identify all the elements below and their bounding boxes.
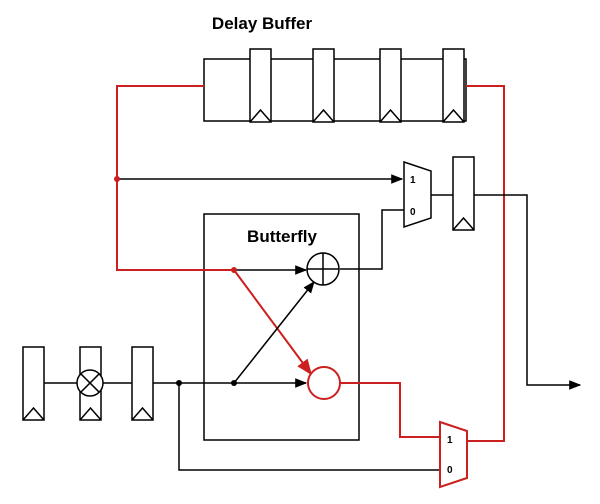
register-icon — [249, 48, 272, 123]
junction-dot — [231, 267, 237, 273]
register-icon — [22, 346, 45, 421]
multiplexer-icon — [403, 160, 432, 229]
delay-buffer-body — [203, 58, 467, 122]
wires — [44, 174, 582, 471]
junction-dot — [231, 380, 237, 386]
circled-times-icon — [76, 369, 104, 397]
butterfly-box — [203, 213, 360, 441]
junction-dots — [114, 176, 237, 386]
register-icon — [442, 48, 465, 123]
register-icon — [131, 346, 154, 421]
top-mux-input-1-label: 1 — [410, 175, 416, 186]
top-mux-input-0-label: 0 — [410, 207, 416, 218]
junction-dot — [176, 380, 182, 386]
multiplexer-icon — [439, 420, 468, 489]
circled-plus-icon — [306, 252, 340, 286]
circle-icon — [307, 366, 341, 400]
register-icon — [452, 156, 475, 231]
bottom-mux-input-0-label: 0 — [447, 465, 453, 476]
junction-dot — [114, 176, 120, 182]
top-mux: 1 0 — [403, 160, 432, 229]
bottom-mux-input-1-label: 1 — [447, 435, 453, 446]
delay-buffer-title: Delay Buffer — [212, 14, 313, 33]
register-icon — [312, 48, 335, 123]
input-pipeline — [22, 346, 154, 421]
register-icon — [379, 48, 402, 123]
butterfly-title: Butterfly — [247, 227, 317, 246]
bottom-mux: 1 0 — [439, 420, 468, 489]
delay-buffer — [203, 48, 467, 123]
